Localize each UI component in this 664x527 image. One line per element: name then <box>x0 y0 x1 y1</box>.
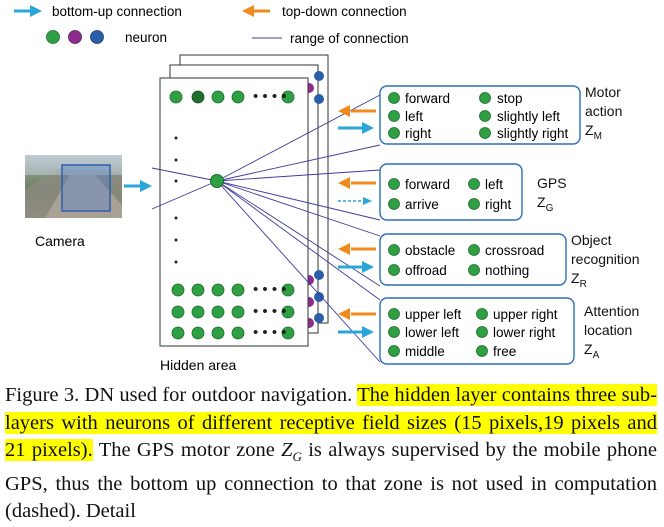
caption-intro: Figure 3. DN used for outdoor navigation… <box>5 384 358 406</box>
attention-top-down-arrow-icon <box>338 308 376 320</box>
object-top-down-arrow-icon <box>338 243 376 255</box>
motor-bottom-up-arrow-icon <box>338 122 374 134</box>
camera-to-hidden-arrow-icon <box>124 180 152 192</box>
attention-item: lower right <box>493 325 556 340</box>
object-zone-symbol: ZR <box>571 270 587 290</box>
motor-item: right <box>405 126 432 141</box>
motor-item: forward <box>405 91 450 106</box>
neuron-blue-icon <box>90 30 104 44</box>
attention-zone-box <box>379 297 575 365</box>
object-item: obstacle <box>405 243 455 258</box>
camera-image <box>25 155 122 218</box>
hidden-area-label: Hidden area <box>160 357 236 373</box>
motor-item: slightly left <box>497 109 560 124</box>
hidden-layer <box>159 54 329 347</box>
object-item: crossroad <box>485 243 544 258</box>
figure-caption: Figure 3. DN used for outdoor navigation… <box>5 382 657 526</box>
object-item: offroad <box>405 263 447 278</box>
gps-zone-symbol: ZG <box>537 194 554 214</box>
svg-text:• • • •: • • • • <box>253 88 287 105</box>
gps-item: forward <box>405 177 450 192</box>
neuron-green-icon <box>46 30 60 44</box>
legend-bottom-up-label: bottom-up connection <box>52 4 182 19</box>
attention-item: free <box>493 344 516 359</box>
object-zone-box <box>379 233 567 286</box>
legend: bottom-up connection top-down connection… <box>14 4 409 46</box>
object-bottom-up-arrow-icon <box>338 261 374 273</box>
gps-item: arrive <box>405 197 439 212</box>
attention-item: lower left <box>405 325 459 340</box>
gps-zone-box <box>379 163 523 221</box>
zone-labels: forward stop left slightly left right sl… <box>405 91 569 359</box>
attention-item: middle <box>405 344 445 359</box>
gps-bottom-up-dashed-arrow-icon <box>338 197 372 205</box>
motor-item: stop <box>497 91 523 106</box>
attention-zone-symbol: ZA <box>584 341 600 361</box>
active-hidden-neuron <box>210 174 224 188</box>
object-zone-title: Object recognition ZR <box>571 231 640 294</box>
dn-diagram: bottom-up connection top-down connection… <box>14 4 581 373</box>
attention-bottom-up-arrow-icon <box>338 326 374 338</box>
legend-bottom-up-arrow-icon <box>14 5 42 17</box>
gps-item: left <box>485 177 503 192</box>
motor-zone-symbol: ZM <box>585 122 602 142</box>
legend-range-label: range of connection <box>290 31 409 46</box>
hidden-ellipses: • • • • • • • • • • • • • • • • <box>253 88 287 341</box>
camera-label: Camera <box>35 233 85 249</box>
legend-neuron-label: neuron <box>125 30 167 45</box>
zone-boxes <box>379 85 581 365</box>
caption-gps-text: The GPS motor zone <box>92 439 282 461</box>
caption-math-zg: ZG <box>281 439 302 465</box>
motor-top-down-arrow-icon <box>338 105 376 117</box>
svg-text:• • • •: • • • • <box>253 281 287 298</box>
svg-text:• • • •: • • • • <box>253 303 287 320</box>
gps-zone-title: GPS ZG <box>537 174 567 218</box>
attention-item: upper right <box>493 307 558 322</box>
motor-item: slightly right <box>497 126 569 141</box>
motor-zone-title: Motor action ZM <box>585 83 622 146</box>
object-item: nothing <box>485 263 529 278</box>
motor-zone-box <box>379 85 581 145</box>
gps-top-down-arrow-icon <box>338 177 376 189</box>
legend-top-down-arrow-icon <box>242 5 270 17</box>
zone-arrows <box>338 105 376 338</box>
legend-top-down-label: top-down connection <box>282 4 407 19</box>
attention-item: upper left <box>405 307 462 322</box>
svg-text:• • • •: • • • • <box>253 324 287 341</box>
attention-zone-title: Attention location ZA <box>584 302 639 365</box>
caption-supervised-text: is always supervised by the mobile phone… <box>5 439 658 523</box>
hidden-neurons <box>169 90 295 340</box>
neuron-purple-icon <box>68 30 82 44</box>
motor-item: left <box>405 109 423 124</box>
zone-neurons <box>388 92 491 357</box>
gps-item: right <box>485 197 512 212</box>
